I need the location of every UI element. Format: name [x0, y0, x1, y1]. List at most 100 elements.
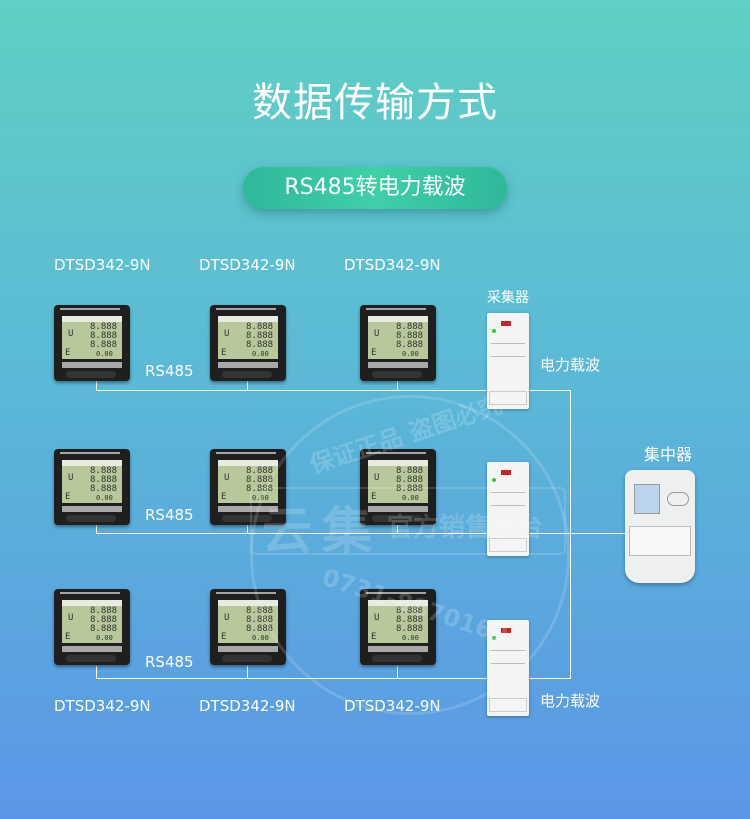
power-meter: U 8.888 8.888 8.888 E 0.00: [360, 305, 436, 381]
lcd-e: E: [221, 492, 227, 502]
power-meter: U 8.888 8.888 8.888 E 0.00: [54, 305, 130, 381]
trunk-line: [570, 390, 571, 679]
plc-label: 电力载波: [540, 692, 601, 710]
lcd-u: U: [374, 473, 380, 483]
meter-model-label: DTSD342-9N: [344, 256, 441, 274]
power-meter: U 8.888 8.888 8.888 E 0.00: [210, 449, 286, 525]
lcd-value: 8.888: [90, 475, 118, 485]
transmission-mode-badge: RS485转电力载波: [243, 167, 507, 209]
lcd-value: 8.888: [246, 475, 274, 485]
meter-buttons: [372, 655, 422, 662]
lcd-value: 8.888: [396, 340, 424, 350]
power-meter: U 8.888 8.888 8.888 E 0.00: [54, 449, 130, 525]
lcd-e: E: [65, 492, 71, 502]
lcd-u: U: [374, 329, 380, 339]
concentrator-device: [625, 470, 695, 583]
concentrator-screen: [634, 484, 660, 514]
bus-line: [96, 533, 625, 534]
concentrator-nameplate: [629, 526, 691, 556]
lcd-value: 8.888: [246, 484, 274, 494]
lcd-u: U: [68, 613, 74, 623]
lcd-value: 8.888: [246, 322, 274, 332]
lcd-value: 8.888: [396, 475, 424, 485]
lcd-u: U: [224, 329, 230, 339]
meter-buttons: [66, 655, 116, 662]
rs485-label: RS485: [145, 362, 194, 380]
lcd-e: E: [65, 632, 71, 642]
lcd-value: 8.888: [90, 484, 118, 494]
lcd-u: U: [68, 473, 74, 483]
lcd-value: 8.888: [246, 624, 274, 634]
lcd-small-value: 0.00: [252, 634, 269, 642]
drop-line: [247, 380, 248, 390]
meter-lcd: U 8.888 8.888 8.888 E 0.00: [62, 316, 122, 359]
drop-line: [96, 666, 97, 678]
meter-indicator-strip: [368, 646, 428, 652]
drop-line: [247, 666, 248, 678]
drop-line: [397, 524, 398, 534]
collector-label: 采集器: [487, 290, 529, 306]
lcd-value: 8.888: [90, 624, 118, 634]
meter-buttons: [66, 371, 116, 378]
lcd-value: 8.888: [246, 466, 274, 476]
meter-brand-strip: [216, 592, 276, 596]
meter-indicator-strip: [62, 362, 122, 368]
meter-indicator-strip: [62, 506, 122, 512]
drop-line: [247, 524, 248, 534]
lcd-e: E: [221, 348, 227, 358]
lcd-value: 8.888: [246, 606, 274, 616]
lcd-small-value: 0.00: [252, 350, 269, 358]
meter-buttons: [222, 371, 272, 378]
drop-line: [397, 666, 398, 678]
power-meter: U 8.888 8.888 8.888 E 0.00: [54, 589, 130, 665]
meter-buttons: [66, 515, 116, 522]
power-meter: U 8.888 8.888 8.888 E 0.00: [210, 305, 286, 381]
collector-device: [487, 462, 529, 556]
lcd-small-value: 0.00: [402, 350, 419, 358]
meter-lcd: U 8.888 8.888 8.888 E 0.00: [62, 460, 122, 503]
lcd-u: U: [224, 613, 230, 623]
meter-model-label: DTSD342-9N: [199, 697, 296, 715]
meter-brand-strip: [216, 452, 276, 456]
lcd-small-value: 0.00: [96, 494, 113, 502]
lcd-value: 8.888: [90, 615, 118, 625]
bus-line: [96, 678, 571, 679]
lcd-value: 8.888: [90, 340, 118, 350]
meter-model-label: DTSD342-9N: [344, 697, 441, 715]
lcd-e: E: [221, 632, 227, 642]
collector-device: [487, 620, 529, 716]
lcd-u: U: [374, 613, 380, 623]
concentrator-keypad: [667, 492, 689, 506]
drop-line: [96, 380, 97, 390]
meter-indicator-strip: [368, 506, 428, 512]
meter-brand-strip: [366, 452, 426, 456]
power-meter: U 8.888 8.888 8.888 E 0.00: [210, 589, 286, 665]
meter-lcd: U 8.888 8.888 8.888 E 0.00: [218, 600, 278, 643]
meter-brand-strip: [366, 592, 426, 596]
meter-buttons: [222, 655, 272, 662]
lcd-value: 8.888: [90, 466, 118, 476]
meter-lcd: U 8.888 8.888 8.888 E 0.00: [218, 460, 278, 503]
lcd-e: E: [65, 348, 71, 358]
lcd-value: 8.888: [396, 466, 424, 476]
lcd-value: 8.888: [90, 322, 118, 332]
meter-lcd: U 8.888 8.888 8.888 E 0.00: [368, 316, 428, 359]
page-title: 数据传输方式: [252, 80, 498, 126]
meter-indicator-strip: [218, 646, 278, 652]
meter-indicator-strip: [62, 646, 122, 652]
meter-lcd: U 8.888 8.888 8.888 E 0.00: [368, 600, 428, 643]
lcd-value: 8.888: [396, 624, 424, 634]
lcd-value: 8.888: [246, 615, 274, 625]
lcd-u: U: [224, 473, 230, 483]
meter-indicator-strip: [218, 506, 278, 512]
meter-indicator-strip: [218, 362, 278, 368]
lcd-value: 8.888: [396, 322, 424, 332]
lcd-e: E: [371, 632, 377, 642]
lcd-small-value: 0.00: [96, 634, 113, 642]
meter-indicator-strip: [368, 362, 428, 368]
bus-line: [96, 390, 571, 391]
meter-lcd: U 8.888 8.888 8.888 E 0.00: [368, 460, 428, 503]
power-meter: U 8.888 8.888 8.888 E 0.00: [360, 589, 436, 665]
lcd-value: 8.888: [246, 331, 274, 341]
concentrator-label: 集中器: [644, 445, 693, 464]
